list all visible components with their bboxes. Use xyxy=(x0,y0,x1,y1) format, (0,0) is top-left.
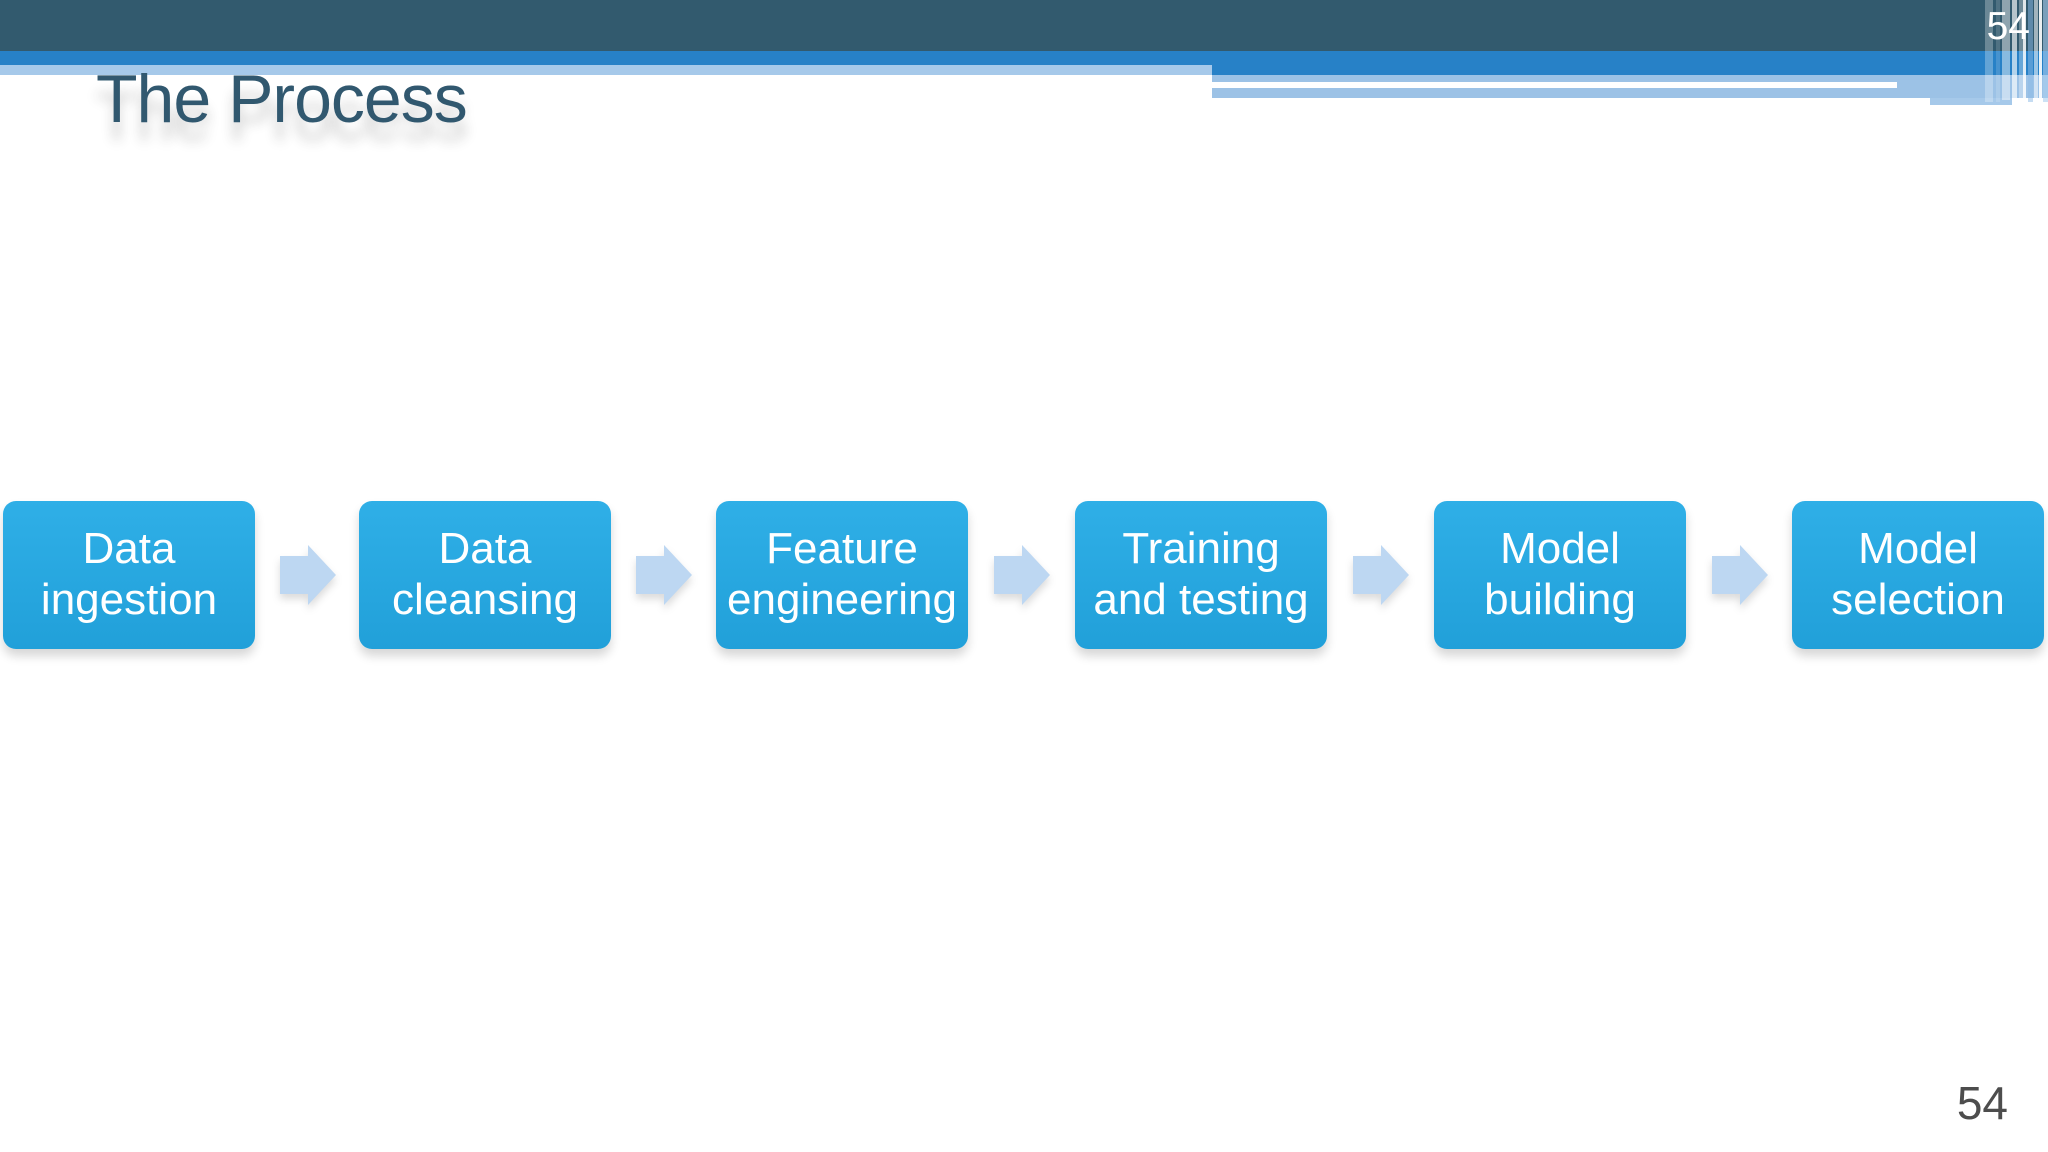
vertical-stripe xyxy=(2039,0,2042,104)
process-step-model-selection: Model selection xyxy=(1792,501,2044,649)
step-label-line: Training xyxy=(1122,524,1280,574)
step-label-line: building xyxy=(1484,575,1636,624)
step-label-line: Data xyxy=(438,524,532,574)
arrow-right-icon xyxy=(1712,545,1768,605)
process-step-feature-engineering: Feature engineering xyxy=(716,501,968,649)
step-label-line: ingestion xyxy=(40,575,218,624)
process-step-data-ingestion: Data ingestion xyxy=(3,501,255,649)
arrow-head xyxy=(1381,545,1409,605)
accent-band-extension xyxy=(1930,98,2012,105)
vertical-stripe xyxy=(1985,0,1993,102)
arrow-tail xyxy=(1712,556,1740,594)
step-label-line: selection xyxy=(1831,575,2005,624)
arrow-head xyxy=(308,545,336,605)
step-label-line: cleansing xyxy=(392,575,578,624)
arrow-head xyxy=(1022,545,1050,605)
accent-bar-blue-extension xyxy=(1210,51,2048,75)
vertical-stripe xyxy=(2002,0,2010,100)
arrow-head xyxy=(1740,545,1768,605)
process-step-data-cleansing: Data cleansing xyxy=(359,501,611,649)
arrow-right-icon xyxy=(994,545,1050,605)
header-bar xyxy=(0,0,2048,51)
arrow-tail xyxy=(994,556,1022,594)
vertical-stripe xyxy=(2028,0,2033,102)
decorative-stripes xyxy=(0,0,2048,110)
vertical-stripe xyxy=(2012,0,2017,102)
vertical-stripe xyxy=(1996,0,2000,102)
process-step-training-and-testing: Training and testing xyxy=(1075,501,1327,649)
arrow-right-icon xyxy=(1353,545,1409,605)
arrow-tail xyxy=(1353,556,1381,594)
accent-stripe-light xyxy=(0,65,1212,75)
arrow-tail xyxy=(636,556,664,594)
step-label-line: and testing xyxy=(1093,575,1309,624)
arrow-right-icon xyxy=(280,545,336,605)
step-label-line: Model xyxy=(1500,524,1620,574)
step-label-line: Model xyxy=(1858,524,1978,574)
step-label-line: engineering xyxy=(727,575,957,624)
step-label-line: Feature xyxy=(766,524,918,574)
footer-slide-number: 54 xyxy=(1956,1077,2008,1129)
process-step-model-building: Model building xyxy=(1434,501,1686,649)
vertical-stripe xyxy=(2023,0,2026,104)
slide-title: The Process xyxy=(96,61,468,137)
vertical-stripe xyxy=(2043,0,2048,102)
step-label-line: Data xyxy=(82,524,176,574)
arrow-tail xyxy=(280,556,308,594)
header-slide-number: 54 xyxy=(1986,5,2030,48)
accent-band-white-line xyxy=(1212,82,1897,88)
arrow-head xyxy=(664,545,692,605)
arrow-right-icon xyxy=(636,545,692,605)
vertical-stripe xyxy=(2019,0,2023,102)
vertical-stripe xyxy=(2034,0,2038,100)
